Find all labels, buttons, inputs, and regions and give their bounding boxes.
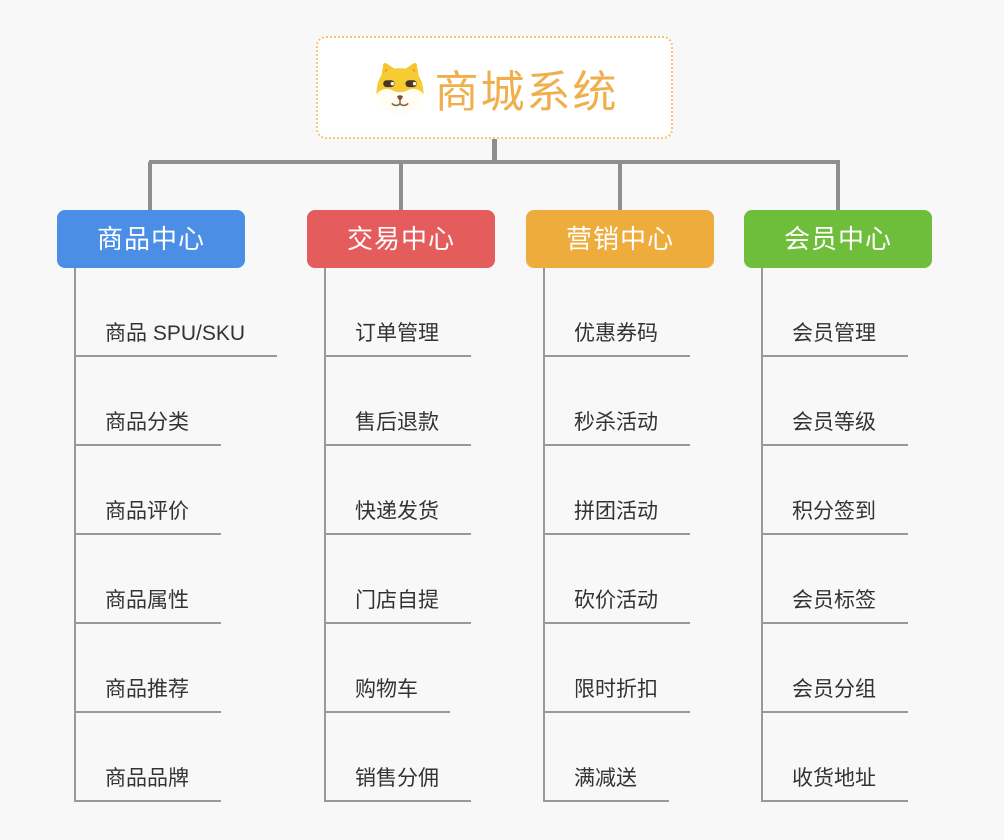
branch-header-member-center[interactable]: 会员中心 [744,210,932,268]
mindmap-item[interactable]: 商品品牌 [74,766,221,802]
mindmap-item[interactable]: 快递发货 [324,499,471,535]
mindmap-item[interactable]: 满减送 [543,766,669,802]
branch-header-trade-center[interactable]: 交易中心 [307,210,495,268]
mindmap-item[interactable]: 拼团活动 [543,499,690,535]
connector-drop-line [399,162,403,210]
connector-drop-line [618,162,622,210]
branch-trunk-line [74,268,76,802]
connector-drop-line [148,162,152,210]
mindmap-item[interactable]: 商品属性 [74,588,221,624]
connector-horizontal-line [149,160,840,164]
root-title: 商城系统 [434,67,619,117]
mindmap-item[interactable]: 销售分佣 [324,766,471,802]
branch-marketing-center: 营销中心优惠券码秒杀活动拼团活动砍价活动限时折扣满减送 [526,210,714,814]
root-node[interactable]: 商城系统 [316,36,673,139]
mindmap-item[interactable]: 收货地址 [761,766,908,802]
branch-product-center: 商品中心商品 SPU/SKU 商品分类商品评价商品属性商品推荐商品品牌 [57,210,278,814]
branch-header-marketing-center[interactable]: 营销中心 [526,210,714,268]
mindmap-item[interactable]: 会员分组 [761,677,908,713]
dog-face-icon [371,59,429,117]
mindmap-item[interactable]: 会员管理 [761,321,908,357]
mindmap-item[interactable]: 商品 SPU/SKU [74,321,278,357]
mindmap-item[interactable]: 商品推荐 [74,677,221,713]
branch-trunk-line [543,268,545,802]
mindmap-item[interactable]: 商品分类 [74,410,221,446]
branch-trunk-line [761,268,763,802]
mindmap-item[interactable]: 限时折扣 [543,677,690,713]
mindmap-item[interactable]: 订单管理 [324,321,471,357]
mindmap-item[interactable]: 砍价活动 [543,588,690,624]
mindmap-item[interactable]: 门店自提 [324,588,471,624]
branch-trunk-line [324,268,326,802]
mindmap-item[interactable]: 积分签到 [761,499,908,535]
mindmap-item[interactable]: 会员等级 [761,410,908,446]
mindmap-item[interactable]: 优惠券码 [543,321,690,357]
connector-root-stem [492,139,497,163]
branch-header-product-center[interactable]: 商品中心 [57,210,245,268]
connector-drop-line [836,162,840,210]
branch-trade-center: 交易中心订单管理售后退款快递发货门店自提购物车销售分佣 [307,210,495,814]
mindmap-item[interactable]: 秒杀活动 [543,410,690,446]
branch-member-center: 会员中心会员管理会员等级积分签到会员标签会员分组收货地址 [744,210,932,814]
mindmap-item[interactable]: 商品评价 [74,499,221,535]
mindmap-item[interactable]: 购物车 [324,677,450,713]
mindmap-item[interactable]: 售后退款 [324,410,471,446]
mindmap-item[interactable]: 会员标签 [761,588,908,624]
